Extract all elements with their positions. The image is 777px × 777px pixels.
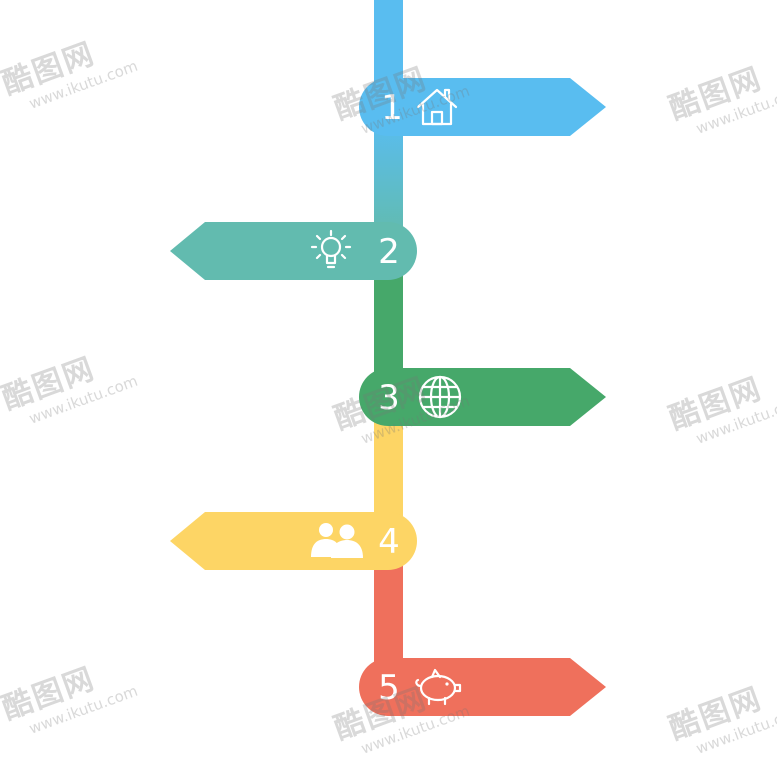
lightbulb-icon — [310, 229, 352, 269]
step-2-number: 2 — [378, 232, 400, 272]
step-3-number: 3 — [378, 378, 400, 418]
step-4-arrow: 4 — [170, 512, 417, 570]
step-5-arrow: 5 — [359, 658, 606, 716]
step-5-number: 5 — [378, 668, 400, 708]
globe-icon — [418, 375, 462, 419]
step-4-number: 4 — [378, 522, 400, 562]
step-1-number: 1 — [381, 88, 403, 128]
connector-1-2 — [374, 120, 403, 235]
house-icon — [416, 88, 458, 126]
connector-2-3 — [374, 265, 403, 385]
step-1-arrow: 1 — [359, 78, 606, 136]
piggy-bank-icon — [415, 668, 462, 706]
step-2-arrow: 2 — [170, 222, 417, 280]
connector-top — [374, 0, 403, 90]
step-3-arrow: 3 — [359, 368, 606, 426]
people-icon — [311, 523, 363, 558]
